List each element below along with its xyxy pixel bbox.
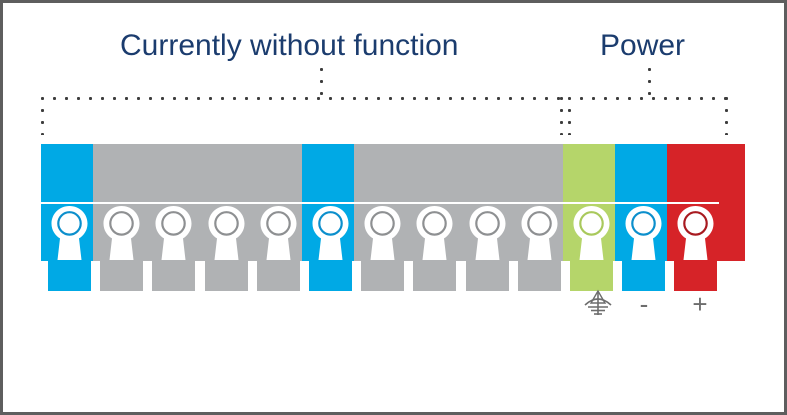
terminal-foot-block bbox=[361, 261, 405, 291]
minus-label: - bbox=[639, 289, 649, 319]
terminal-foot-block bbox=[674, 261, 718, 291]
terminal-contact-keyhole-icon bbox=[41, 204, 98, 266]
terminal-4[interactable] bbox=[197, 144, 258, 291]
terminal-upper-block bbox=[93, 144, 151, 202]
terminal-contact-keyhole-icon bbox=[406, 204, 463, 266]
terminal-upper-block bbox=[563, 144, 620, 202]
terminal-contact-keyhole-icon bbox=[250, 204, 307, 266]
terminal-3[interactable] bbox=[145, 144, 205, 291]
bracket-stem-currently-without-function bbox=[320, 68, 323, 96]
terminal-upper-block bbox=[354, 144, 412, 202]
ground-symbol-icon bbox=[575, 289, 621, 319]
terminal-foot-block bbox=[570, 261, 613, 291]
terminal-foot-block bbox=[465, 261, 509, 291]
terminal-upper-block bbox=[615, 144, 673, 202]
terminal-upper-block bbox=[145, 144, 203, 202]
terminal-11[interactable] bbox=[563, 144, 623, 291]
terminal-contact-keyhole-icon bbox=[667, 204, 724, 266]
group-label-currently-without-function: Currently without function bbox=[120, 29, 459, 62]
terminal-upper-block bbox=[406, 144, 464, 202]
terminal-7[interactable] bbox=[354, 144, 414, 291]
terminal-upper-block bbox=[510, 144, 568, 202]
terminal-2[interactable] bbox=[93, 144, 153, 291]
terminal-upper-block bbox=[302, 144, 359, 202]
bracket-drop-left-1 bbox=[41, 97, 44, 135]
bracket-span-currently-without-function bbox=[41, 97, 563, 100]
terminal-9[interactable] bbox=[458, 144, 519, 291]
bracket-stem-power bbox=[648, 68, 651, 96]
terminal-foot-block bbox=[256, 261, 300, 291]
terminal-contact-keyhole-icon bbox=[459, 204, 516, 266]
terminal-contact-keyhole-icon bbox=[302, 204, 359, 266]
bracket-drop-left-2 bbox=[568, 97, 571, 135]
bracket-drop-right-1 bbox=[560, 97, 563, 135]
edge-block-partial bbox=[719, 144, 745, 261]
terminal-contact-keyhole-icon bbox=[563, 204, 620, 266]
terminal-foot-block bbox=[517, 261, 561, 291]
terminal-10[interactable] bbox=[510, 144, 571, 291]
terminal-foot-block bbox=[152, 261, 196, 291]
terminal-contact-keyhole-icon bbox=[198, 204, 255, 266]
terminal-upper-block bbox=[197, 144, 255, 202]
group-label-power: Power bbox=[600, 29, 686, 62]
terminal-foot-block bbox=[204, 261, 248, 291]
terminal-1[interactable] bbox=[41, 144, 101, 291]
terminal-upper-block bbox=[249, 144, 307, 202]
terminal-upper-block bbox=[667, 144, 725, 202]
terminal-foot-block bbox=[309, 261, 352, 291]
terminal-contact-keyhole-icon bbox=[511, 204, 568, 266]
terminal-foot-block bbox=[48, 261, 91, 291]
terminal-upper-block bbox=[41, 144, 98, 202]
terminal-contact-keyhole-icon bbox=[93, 204, 150, 266]
terminal-13[interactable] bbox=[667, 144, 727, 291]
terminal-upper-block bbox=[458, 144, 516, 202]
terminal-6[interactable] bbox=[302, 144, 362, 291]
bracket-span-power bbox=[568, 97, 728, 100]
terminal-foot-block bbox=[413, 261, 457, 291]
terminal-8[interactable] bbox=[406, 144, 466, 291]
terminal-5[interactable] bbox=[249, 144, 310, 291]
bracket-drop-right-2 bbox=[725, 97, 728, 135]
terminal-foot-block bbox=[100, 261, 144, 291]
plus-label: + bbox=[692, 289, 708, 319]
terminal-foot-block bbox=[622, 261, 666, 291]
terminal-12[interactable] bbox=[615, 144, 675, 291]
terminal-contact-keyhole-icon bbox=[354, 204, 411, 266]
terminal-contact-keyhole-icon bbox=[615, 204, 672, 266]
terminal-contact-keyhole-icon bbox=[145, 204, 202, 266]
